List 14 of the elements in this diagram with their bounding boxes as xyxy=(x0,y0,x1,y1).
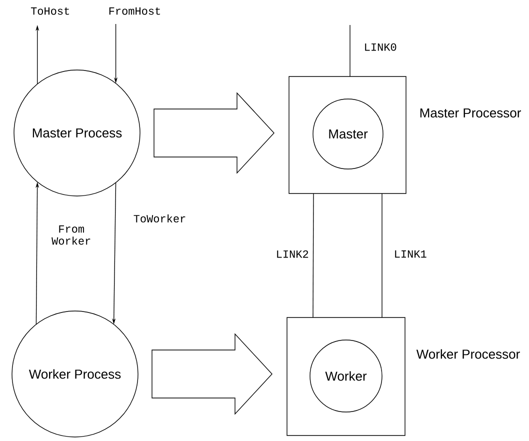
processor-box xyxy=(288,76,406,194)
edge-label: LINK2 xyxy=(277,250,308,258)
link-line xyxy=(312,193,314,318)
block-arrow xyxy=(152,333,272,415)
processor-label: Worker Processor xyxy=(416,349,520,359)
edge-label: FromHost xyxy=(109,7,160,15)
edge-label: ToHost xyxy=(30,7,69,15)
edge-label: From Worker xyxy=(52,225,90,245)
edge-label: LINK1 xyxy=(395,250,426,258)
processor-box xyxy=(286,317,406,436)
edge-label: LINK0 xyxy=(365,43,396,51)
processor-label: Master Processor xyxy=(420,108,521,118)
block-arrow xyxy=(154,92,274,174)
edge-label: ToWorker xyxy=(134,214,186,222)
